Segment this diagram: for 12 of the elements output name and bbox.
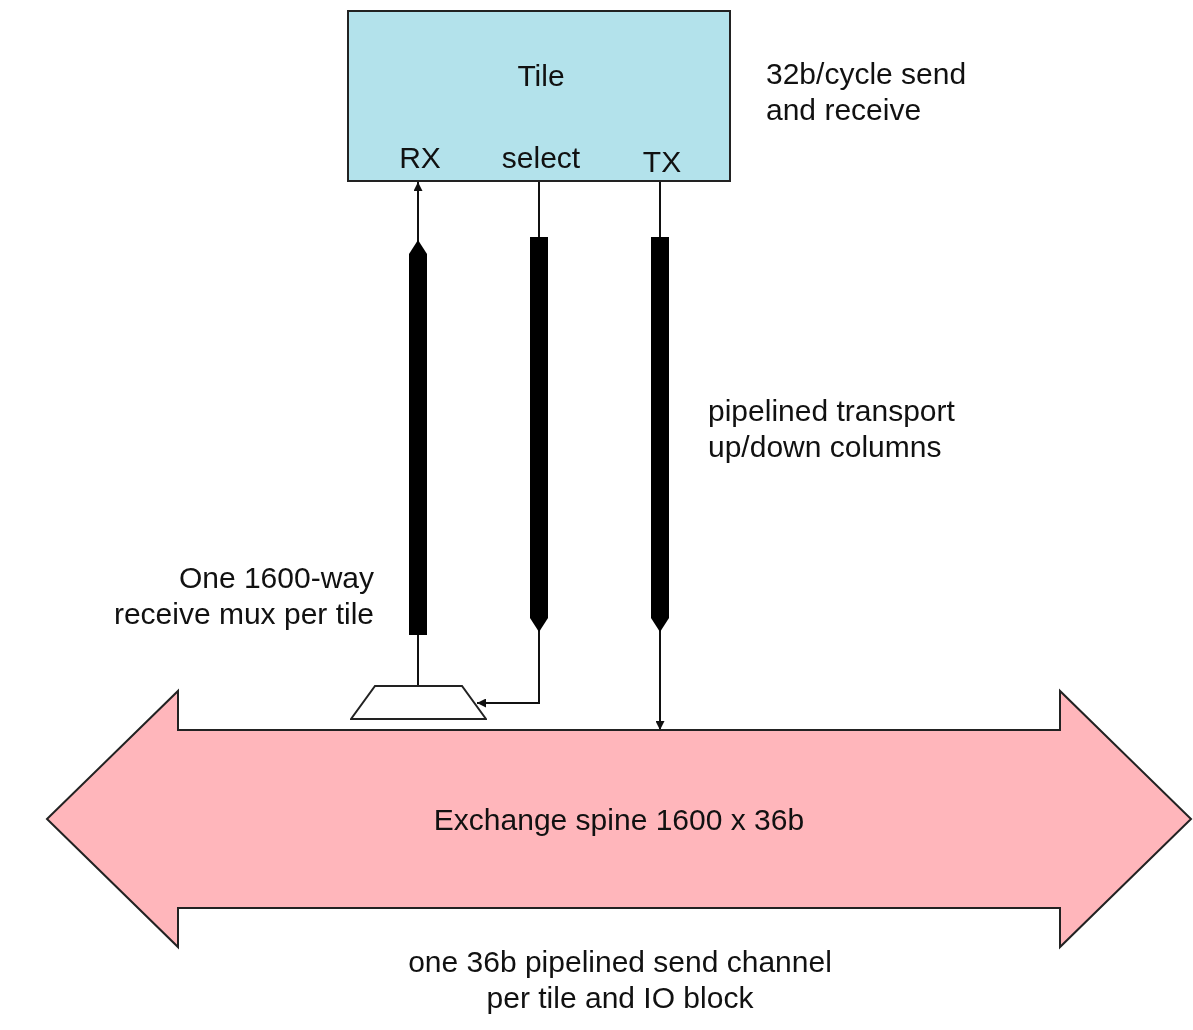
port-label: TX	[641, 144, 683, 180]
band-label: Exchange spine 1600 x 36b	[432, 802, 806, 838]
annotation: pipelined transport up/down columns	[708, 393, 956, 465]
mux-trapezoid	[350, 685, 487, 720]
port-label: select	[500, 140, 582, 176]
annotation: One 1600-way receive mux per tile	[112, 560, 374, 632]
block-title: Tile	[516, 58, 566, 94]
double-arrow-band	[46, 690, 1192, 948]
annotation: 32b/cycle send and receive	[766, 56, 968, 128]
port-label: RX	[398, 140, 442, 176]
tile-box	[347, 10, 731, 182]
annotation: one 36b pipelined send channel per tile and IO block	[407, 944, 833, 1016]
